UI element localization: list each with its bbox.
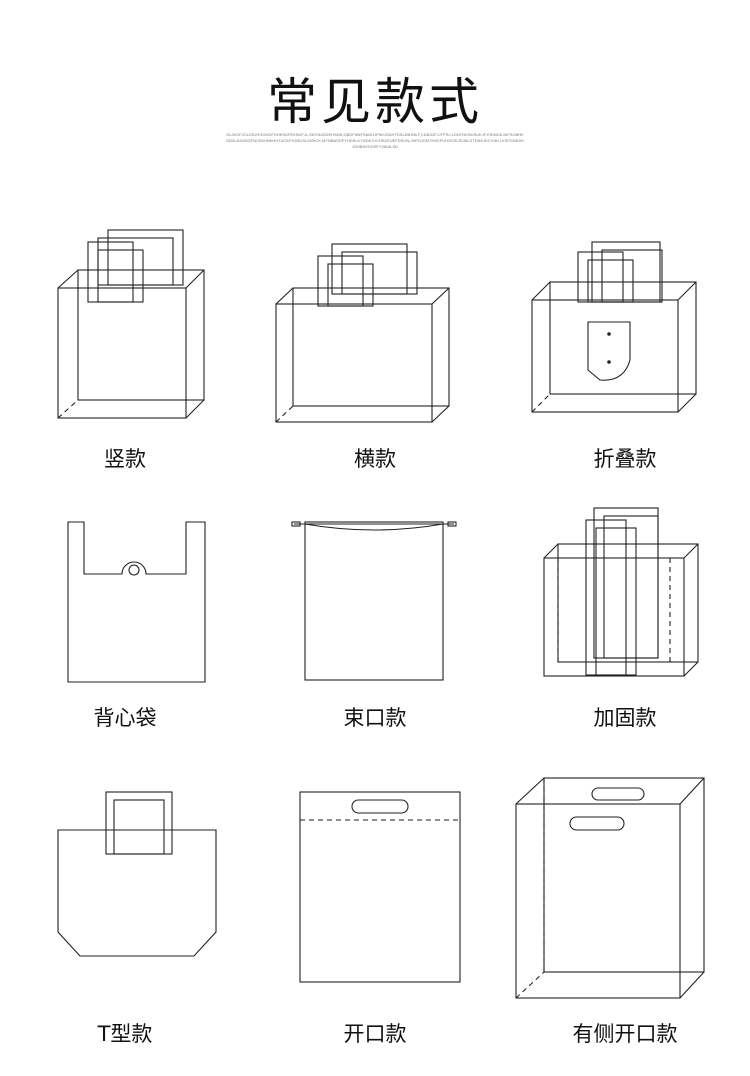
- style-card-drawstring: 束口款: [250, 510, 500, 740]
- drawstring-bag-illustration: [291, 521, 457, 681]
- style-card-vest: 背心袋: [0, 510, 250, 740]
- style-card-horizontal: 横款: [250, 220, 500, 480]
- side-die-cut-bag-illustration: [515, 777, 705, 999]
- t-shape-bag-illustration: [57, 791, 217, 957]
- vest-bag-illustration: [67, 521, 206, 683]
- style-card-t-shape: T型款: [0, 780, 250, 1050]
- style-card-die-cut: 开口款: [250, 780, 500, 1050]
- style-label: 折叠款: [593, 447, 657, 471]
- page-title: 常见款式: [267, 73, 483, 131]
- style-card-side-die-cut: 有侧开口款: [500, 770, 750, 1050]
- vertical-bag-illustration: [57, 229, 205, 419]
- style-label: 横款: [354, 447, 396, 471]
- style-label: 竖款: [104, 447, 146, 471]
- style-label: 加固款: [593, 706, 657, 730]
- style-card-vertical: 竖款: [0, 220, 250, 480]
- style-label: T型款: [97, 1022, 153, 1046]
- style-label: 开口款: [343, 1022, 407, 1046]
- style-card-folding: 折叠款: [500, 220, 750, 480]
- style-label: 背心袋: [93, 706, 157, 730]
- style-label: 束口款: [343, 706, 407, 730]
- style-label: 有侧开口款: [572, 1022, 678, 1046]
- folding-bag-illustration: [531, 241, 697, 413]
- reinforced-bag-illustration: [543, 507, 699, 677]
- page-subtitle: OLJKDFJGLDSJHGOHDFGHKSDFEKSDFJL,SDYNASDE…: [225, 132, 525, 149]
- die-cut-bag-illustration: [299, 791, 461, 983]
- horizontal-bag-illustration: [275, 243, 450, 423]
- style-card-reinforced: 加固款: [500, 500, 750, 740]
